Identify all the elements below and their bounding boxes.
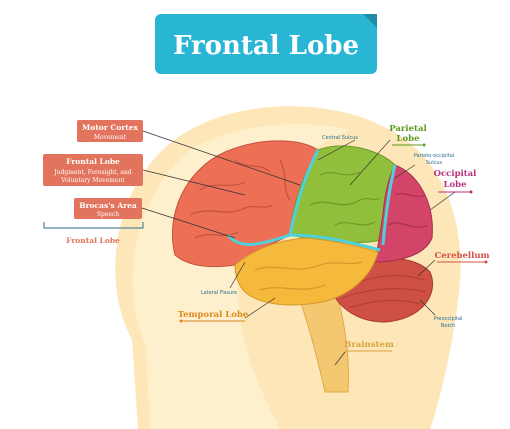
frontal-lobe-box-sub1: Judgment, Foresight, and [53,169,132,176]
temporal-lobe-label: Temporal Lobe [178,310,249,320]
frontal-lobe-box-title: Frontal Lobe [66,157,120,166]
preoccipital-notch-label-2: Notch [441,323,456,329]
frontal-bracket-label: Frontal Lobe [66,236,120,245]
temporal-dot [179,319,183,323]
motor-cortex-sub: Movement [94,134,127,141]
temporal-gyri [254,261,363,291]
frontal-gyri [189,159,291,239]
title-banner [155,14,377,74]
preoccipital-notch-label-1: Preoccipital [434,316,463,322]
brocas-area-box [74,198,142,219]
motor-cortex-box [77,120,143,142]
parietal-gyri [309,171,381,226]
parietal-label-2: Lobe [397,134,421,144]
lateral-fissure-label: Lateral Fissure [201,290,237,296]
parieto-occipital-label-2: Sulcus [426,160,443,166]
lateral-fissure [226,233,381,252]
cerebellum-dot [484,260,488,264]
motor-cortex-title: Motor Cortex [82,123,138,132]
occipital-gyri [387,192,429,228]
parietal-label-1: Parietal [389,124,427,134]
occipital-label-1: Occipital [434,169,478,179]
title-text: Frontal Lobe [173,31,359,61]
frontal-lobe-box [43,154,143,186]
leader-lines [141,130,456,366]
brocas-area-title: Brocas's Area [79,201,137,210]
parieto-occipital-sulcus [381,164,397,246]
central-sulcus-label: Central Sulcus [322,135,358,141]
frontal-bracket [43,222,144,229]
brainstem-shape [299,297,349,393]
parietal-dot [422,143,426,147]
parieto-occipital-label-1: Parieto-occipital [414,153,454,159]
brocas-area-sub: Speech [97,211,119,218]
cerebellum-label: Cerebellum [434,251,489,261]
occipital-dot [469,190,473,194]
title-banner-fold [363,14,377,28]
brainstem-label: Brainstem [344,340,394,350]
frontal-lobe-box-sub2: Voluntary Movement [60,177,125,184]
occipital-label-2: Lobe [444,180,468,190]
central-sulcus [288,149,320,236]
